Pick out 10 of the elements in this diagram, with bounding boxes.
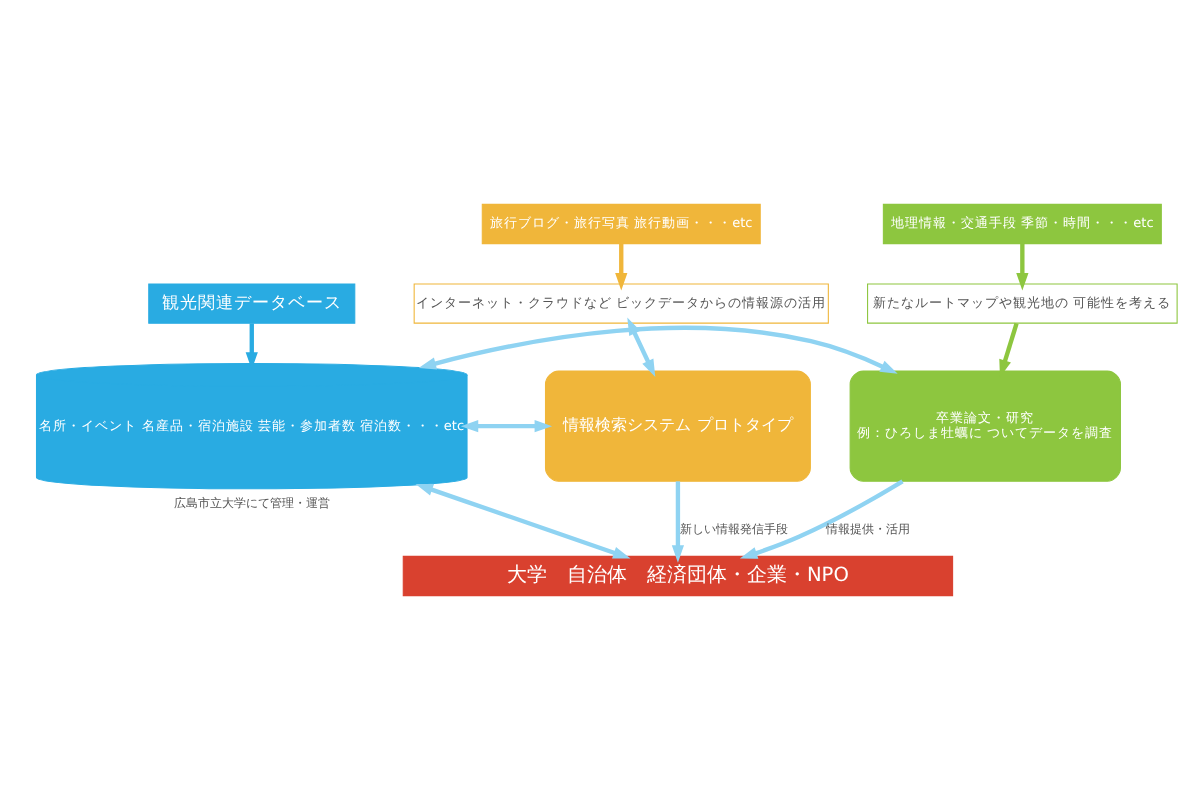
node-box: 情報検索システム プロトタイプ <box>544 370 811 482</box>
arrow <box>460 420 553 433</box>
node-box: 大学 自治体 経済団体・企業・NPO <box>402 555 954 597</box>
arrow <box>418 325 898 374</box>
arrow <box>1016 243 1029 291</box>
arrow <box>739 479 904 559</box>
arrow <box>615 243 628 291</box>
node-box: 観光関連データベース <box>148 283 356 324</box>
arrow <box>415 483 631 559</box>
arrow <box>671 481 685 563</box>
